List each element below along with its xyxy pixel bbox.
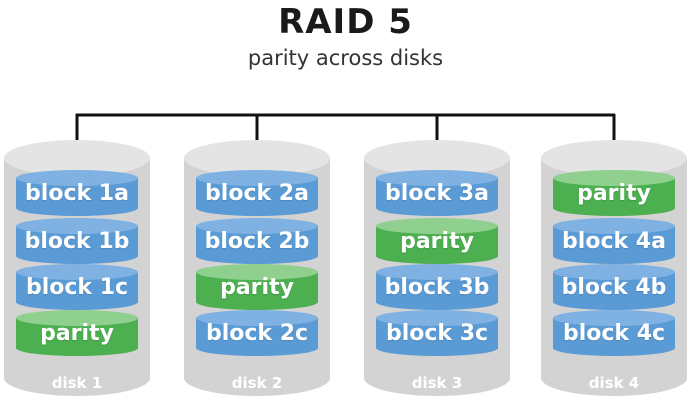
- diagram-title: RAID 5: [278, 2, 413, 42]
- data-block: block 2c: [196, 310, 318, 356]
- parity-block-shape: [376, 218, 498, 264]
- data-block-shape: [553, 310, 675, 356]
- disk-label: disk 4: [588, 374, 640, 392]
- diagram-subtitle: parity across disks: [247, 46, 444, 70]
- data-block-shape: [16, 170, 138, 216]
- data-block: block 3b: [376, 264, 498, 310]
- block-label: block 4b: [561, 274, 667, 300]
- disk-label: disk 2: [231, 374, 283, 392]
- data-block-shape: [553, 218, 675, 264]
- block-label: block 3a: [385, 180, 489, 206]
- parity-block: parity: [196, 264, 318, 310]
- disk-1: block 1a block 1b block 1c parity disk 1: [4, 140, 150, 398]
- data-block: block 2b: [196, 218, 318, 264]
- data-block-shape: [376, 264, 498, 310]
- block-label: block 3c: [385, 320, 489, 346]
- data-block-shape: [196, 218, 318, 264]
- block-label: block 4a: [562, 228, 666, 254]
- data-block: block 3c: [376, 310, 498, 356]
- disk-label: disk 3: [411, 374, 463, 392]
- parity-label: parity: [577, 180, 651, 206]
- disk-label: disk 1: [51, 374, 103, 392]
- block-label: block 1b: [24, 228, 130, 254]
- parity-label: parity: [400, 228, 474, 254]
- data-block-shape: [196, 310, 318, 356]
- disk-4: parity block 4a block 4b block 4c disk 4: [541, 140, 687, 398]
- data-block-shape: [16, 218, 138, 264]
- block-label: block 2a: [205, 180, 309, 206]
- parity-block-shape: [196, 264, 318, 310]
- parity-block: parity: [376, 218, 498, 264]
- data-block-shape: [376, 310, 498, 356]
- data-block: block 1b: [16, 218, 138, 264]
- parity-block: parity: [16, 310, 138, 356]
- data-block-shape: [376, 170, 498, 216]
- data-block-shape: [553, 264, 675, 310]
- data-block: block 4c: [553, 310, 675, 356]
- disk-2: block 2a block 2b parity block 2c disk 2: [184, 140, 330, 398]
- data-block-shape: [196, 170, 318, 216]
- parity-block: parity: [553, 170, 675, 216]
- data-block: block 1c: [16, 264, 138, 310]
- block-label: block 1c: [25, 274, 129, 300]
- data-block: block 1a: [16, 170, 138, 216]
- block-label: block 3b: [384, 274, 490, 300]
- block-label: block 4c: [562, 320, 666, 346]
- parity-label: parity: [40, 320, 114, 346]
- disk-3: block 3a parity block 3b block 3c disk 3: [364, 140, 510, 398]
- parity-block-shape: [16, 310, 138, 356]
- block-label: block 2b: [204, 228, 310, 254]
- data-block: block 4a: [553, 218, 675, 264]
- data-block: block 4b: [553, 264, 675, 310]
- data-block-shape: [16, 264, 138, 310]
- block-label: block 2c: [205, 320, 309, 346]
- data-block: block 2a: [196, 170, 318, 216]
- parity-block-shape: [553, 170, 675, 216]
- parity-label: parity: [220, 274, 294, 300]
- data-block: block 3a: [376, 170, 498, 216]
- block-label: block 1a: [25, 180, 129, 206]
